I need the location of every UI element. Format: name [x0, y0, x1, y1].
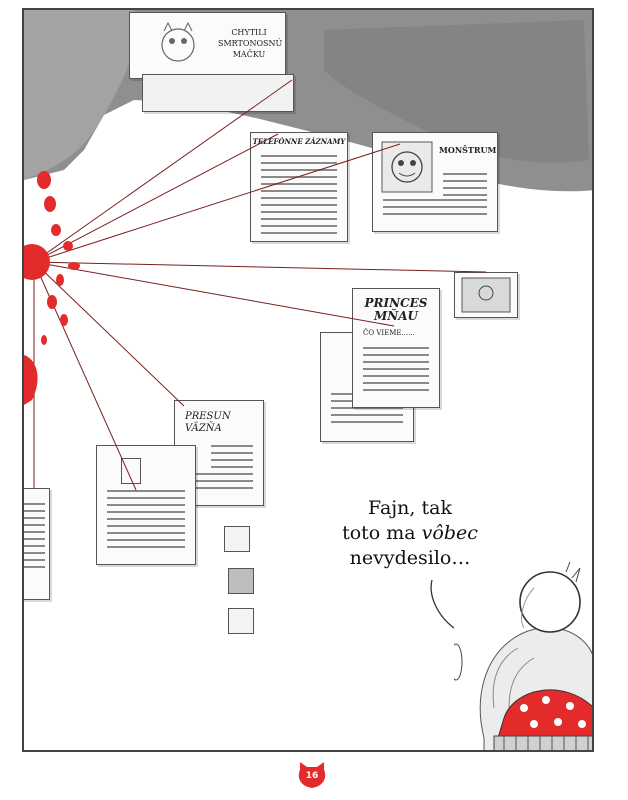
character-illustration — [454, 561, 592, 750]
princess-subtitle: ČO VIEME...... — [363, 329, 415, 337]
sticky-note — [224, 526, 250, 552]
speech-tail — [430, 579, 455, 629]
evidence-strings — [24, 79, 487, 491]
speech-line-1: Fajn, tak — [368, 497, 452, 519]
page-number: 16 — [305, 771, 319, 781]
speech-line-3: nevydesilo… — [349, 547, 471, 569]
princess-paper: PRINCES MŇAU ČO VIEME...... — [352, 288, 440, 408]
monster-sketch-icon — [381, 141, 433, 193]
monster-title: MONŠTRUM — [439, 145, 497, 155]
phone-records-title: TELEFÓNNE ZÁZNAMY — [252, 137, 346, 146]
left-edge-paper — [24, 488, 50, 600]
princess-title: PRINCES MŇAU — [364, 296, 428, 323]
wanted-poster-title: CHYTILI SMRTONOSNÚ MAČKU — [218, 28, 283, 59]
report-paper — [96, 445, 196, 565]
prisoner-transfer-title: PRESUN VÄZŇA — [185, 411, 231, 434]
page-number-badge: 16 — [297, 762, 327, 790]
speech-line-2: toto ma vôbec — [342, 522, 478, 544]
monster-paper: MONŠTRUM — [372, 132, 498, 232]
sticky-note — [228, 608, 254, 634]
cat-head-icon — [298, 762, 326, 788]
cat-sketch-icon — [161, 21, 195, 62]
wanted-poster-paper: CHYTILI SMRTONOSNÚ MAČKU — [129, 12, 286, 79]
sticky-note — [228, 568, 254, 594]
speech-emphasis: vôbec — [421, 522, 478, 544]
torn-photo-paper — [454, 272, 518, 318]
comic-panel: CHYTILI SMRTONOSNÚ MAČKU TELEFÓNNE ZÁZNA… — [22, 8, 594, 752]
photo-sketch-icon — [461, 277, 511, 313]
torn-paper-strip — [142, 74, 294, 112]
speech-bubble: Fajn, tak toto ma vôbec nevydesilo… — [330, 496, 490, 571]
